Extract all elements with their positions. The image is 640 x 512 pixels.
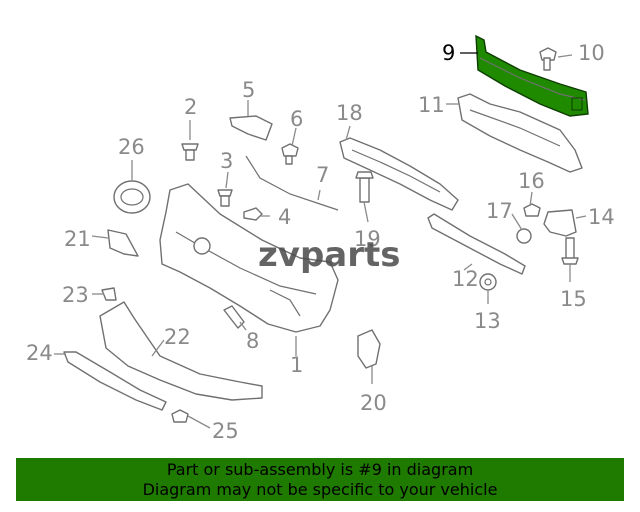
part-23-clip[interactable] [101,287,117,301]
callout-11[interactable]: 11 [418,93,445,117]
banner-line-2: Diagram may not be specific to your vehi… [142,479,498,499]
callout-17[interactable]: 17 [486,199,513,223]
callout-6[interactable]: 6 [290,107,303,131]
callout-25[interactable]: 25 [212,419,239,443]
callout-labels: 1 2 3 4 5 6 7 8 9 10 11 12 13 14 15 16 1… [26,41,615,443]
callout-18[interactable]: 18 [336,101,363,125]
callout-8[interactable]: 8 [246,329,259,353]
callout-10[interactable]: 10 [578,41,605,65]
part-8-pin[interactable] [223,305,245,329]
watermark-logo: zvparts [258,235,401,275]
part-20-bracket[interactable] [357,329,381,369]
part-16-bolt[interactable] [523,203,541,217]
callout-20[interactable]: 20 [360,391,387,415]
part-9-reinforcement[interactable] [475,34,589,117]
callout-22[interactable]: 22 [164,325,191,349]
callout-12[interactable]: 12 [452,267,479,291]
callout-26[interactable]: 26 [118,135,145,159]
callout-13[interactable]: 13 [474,309,501,333]
part-13-nut[interactable] [479,273,497,291]
part-9-shape[interactable] [475,34,589,117]
callout-9[interactable]: 9 [442,41,455,65]
info-banner: Part or sub-assembly is #9 in diagram Di… [16,458,624,501]
leader-lines [54,52,587,429]
part-18-support[interactable] [339,137,459,211]
part-21-bracket[interactable] [107,229,139,257]
callout-24[interactable]: 24 [26,341,53,365]
part-10-bolt[interactable] [539,47,557,71]
callout-15[interactable]: 15 [560,287,587,311]
callout-21[interactable]: 21 [64,227,91,251]
callout-19[interactable]: 19 [354,227,381,251]
callout-23[interactable]: 23 [62,283,89,307]
part-26-emblem[interactable] [113,180,151,214]
part-11-absorber[interactable] [457,93,583,173]
part-2-clip[interactable] [181,143,199,161]
part-14-bracket[interactable] [543,209,577,237]
part-22-spoiler[interactable] [99,301,263,401]
part-4-clip[interactable] [243,207,263,221]
part-6-screw[interactable] [281,143,299,165]
part-1-bumper-cover[interactable] [159,183,339,333]
part-24-strip[interactable] [63,351,167,411]
callout-2[interactable]: 2 [184,95,197,119]
part-7-molding[interactable] [245,155,339,211]
part-3-clip[interactable] [217,189,233,207]
callout-1[interactable]: 1 [290,353,303,377]
part-12-lower-reinforcement[interactable] [427,213,526,275]
part-5-bracket[interactable] [229,115,273,141]
callout-3[interactable]: 3 [220,149,233,173]
part-25-screw[interactable] [171,409,189,423]
callout-5[interactable]: 5 [242,78,255,102]
part-15-bolt[interactable] [561,237,579,265]
part-19-bolt[interactable] [355,171,374,203]
part-17-clip[interactable] [516,228,532,244]
banner-line-1: Part or sub-assembly is #9 in diagram [166,459,474,479]
callout-14[interactable]: 14 [588,205,615,229]
callout-4[interactable]: 4 [278,205,291,229]
callout-16[interactable]: 16 [518,169,545,193]
callout-7[interactable]: 7 [316,163,329,187]
